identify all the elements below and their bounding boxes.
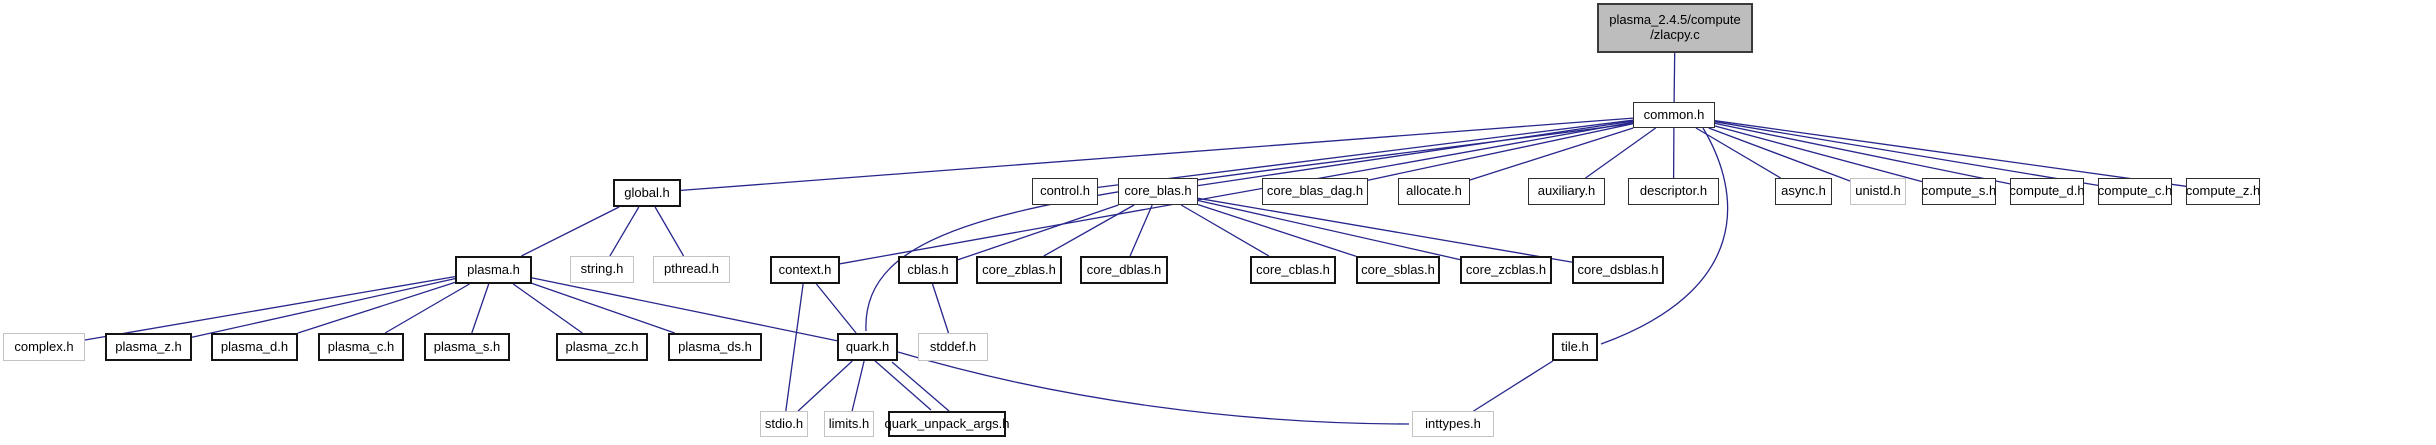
- edge-common-h-to-compute-d-h: [1714, 122, 2011, 185]
- node-core-cblas-h[interactable]: core_cblas.h: [1250, 256, 1336, 284]
- node-plasma-ds-h[interactable]: plasma_ds.h: [668, 333, 762, 361]
- node-control-h[interactable]: control.h: [1032, 178, 1098, 205]
- edge-quark-h-to-inttypes-h: [897, 351, 1410, 425]
- edge-core-blas-h-to-core-zcblas-h: [1197, 199, 1461, 261]
- node-core-zcblas-h[interactable]: core_zcblas.h: [1460, 256, 1552, 284]
- edge-common-h-to-tile-h: [1600, 127, 1729, 345]
- edge-plasma-h-to-plasma-z-h: [191, 277, 456, 338]
- edge-core-blas-h-to-core-dsblas-h: [1197, 197, 1573, 263]
- edge-quark-h-to-stdio-h: [797, 360, 853, 412]
- node-plasma-zc-h[interactable]: plasma_zc.h: [556, 333, 648, 361]
- edge-quark-unpack-args-h-to-quark-h: [891, 361, 950, 412]
- edge-quark-h-to-limits-h: [851, 360, 865, 412]
- node-pthread-h: pthread.h: [653, 256, 730, 283]
- edge-common-h-to-unistd-h: [1708, 127, 1851, 182]
- node-core-blas-h[interactable]: core_blas.h: [1118, 178, 1198, 205]
- node-plasma-s-h[interactable]: plasma_s.h: [424, 333, 510, 361]
- edge-zlacpy-c-to-common-h: [1673, 52, 1676, 103]
- edge-common-h-to-core-blas-h: [1197, 120, 1634, 187]
- node-complex-h: complex.h: [3, 333, 85, 361]
- edge-cblas-h-to-stddef-h: [931, 283, 950, 334]
- node-compute-s-h[interactable]: compute_s.h: [1922, 178, 1996, 205]
- node-limits-h: limits.h: [824, 411, 874, 437]
- node-core-sblas-h[interactable]: core_sblas.h: [1356, 256, 1440, 284]
- node-string-h: string.h: [570, 256, 634, 283]
- edge-common-h-to-global-h: [680, 117, 1634, 192]
- edge-core-blas-h-to-core-zblas-h: [1043, 204, 1135, 257]
- node-core-zblas-h[interactable]: core_zblas.h: [976, 256, 1062, 284]
- node-tile-h[interactable]: tile.h: [1552, 333, 1598, 361]
- node-zlacpy-c: plasma_2.4.5/compute /zlacpy.c: [1597, 3, 1753, 53]
- node-core-dsblas-h[interactable]: core_dsblas.h: [1572, 256, 1664, 284]
- node-context-h[interactable]: context.h: [770, 256, 840, 284]
- edge-common-h-to-compute-z-h: [1714, 120, 2187, 187]
- edge-global-h-to-plasma-h: [521, 206, 620, 257]
- node-compute-c-h[interactable]: compute_c.h: [2098, 178, 2172, 205]
- node-unistd-h: unistd.h: [1850, 178, 1906, 205]
- edge-plasma-h-to-plasma-s-h: [471, 283, 490, 334]
- edge-common-h-to-auxiliary-h: [1585, 127, 1657, 179]
- node-auxiliary-h[interactable]: auxiliary.h: [1528, 178, 1605, 205]
- node-compute-d-h[interactable]: compute_d.h: [2009, 178, 2085, 205]
- node-plasma-c-h[interactable]: plasma_c.h: [318, 333, 404, 361]
- edge-core-blas-h-to-core-cblas-h: [1180, 204, 1270, 257]
- edge-plasma-h-to-plasma-c-h: [384, 283, 470, 334]
- edge-common-h-to-allocate-h: [1469, 127, 1634, 181]
- node-plasma-h[interactable]: plasma.h: [455, 256, 532, 284]
- edge-common-h-to-control-h: [1097, 119, 1634, 189]
- node-cblas-h[interactable]: cblas.h: [898, 256, 958, 284]
- edge-tile-h-to-inttypes-h: [1473, 360, 1554, 412]
- node-stddef-h: stddef.h: [918, 333, 988, 361]
- edge-quark-h-to-quark-unpack-args-h: [873, 359, 932, 411]
- node-core-blas-dag-h[interactable]: core_blas_dag.h: [1262, 178, 1368, 205]
- edge-context-h-to-quark-h: [815, 283, 857, 334]
- node-async-h[interactable]: async.h: [1775, 178, 1832, 205]
- edge-core-blas-h-to-core-sblas-h: [1197, 203, 1357, 257]
- edge-common-h-to-core-blas-dag-h: [1367, 123, 1634, 181]
- edge-core-blas-h-to-cblas-h: [957, 204, 1119, 261]
- edge-global-h-to-string-h: [609, 206, 640, 257]
- node-common-h[interactable]: common.h: [1633, 102, 1715, 128]
- edge-plasma-h-to-plasma-zc-h: [512, 283, 583, 334]
- edge-global-h-to-pthread-h: [654, 206, 685, 257]
- edge-common-h-to-compute-s-h: [1714, 125, 1923, 183]
- node-stdio-h: stdio.h: [760, 411, 808, 437]
- edge-plasma-h-to-plasma-ds-h: [531, 282, 675, 334]
- node-compute-z-h[interactable]: compute_z.h: [2186, 178, 2260, 205]
- edge-plasma-h-to-plasma-d-h: [297, 281, 456, 334]
- node-descriptor-h[interactable]: descriptor.h: [1628, 178, 1719, 205]
- node-plasma-d-h[interactable]: plasma_d.h: [211, 333, 298, 361]
- node-quark-unpack-args-h[interactable]: quark_unpack_args.h: [884, 411, 1010, 437]
- edge-common-h-to-quark-h: [865, 122, 1638, 332]
- edge-plasma-h-to-quark-h: [531, 277, 838, 342]
- edge-common-h-to-compute-c-h: [1714, 121, 2099, 187]
- edge-context-h-to-stdio-h: [785, 283, 804, 412]
- node-core-dblas-h[interactable]: core_dblas.h: [1080, 256, 1168, 284]
- node-plasma-z-h[interactable]: plasma_z.h: [105, 333, 192, 361]
- node-global-h[interactable]: global.h: [613, 179, 681, 207]
- node-inttypes-h: inttypes.h: [1412, 411, 1494, 437]
- node-allocate-h[interactable]: allocate.h: [1398, 178, 1470, 205]
- edge-plasma-h-to-complex-h: [84, 275, 456, 341]
- edge-common-h-to-context-h: [839, 121, 1634, 265]
- edge-core-blas-h-to-core-dblas-h: [1129, 204, 1153, 257]
- edge-common-h-to-async-h: [1695, 127, 1781, 179]
- node-quark-h[interactable]: quark.h: [837, 333, 898, 361]
